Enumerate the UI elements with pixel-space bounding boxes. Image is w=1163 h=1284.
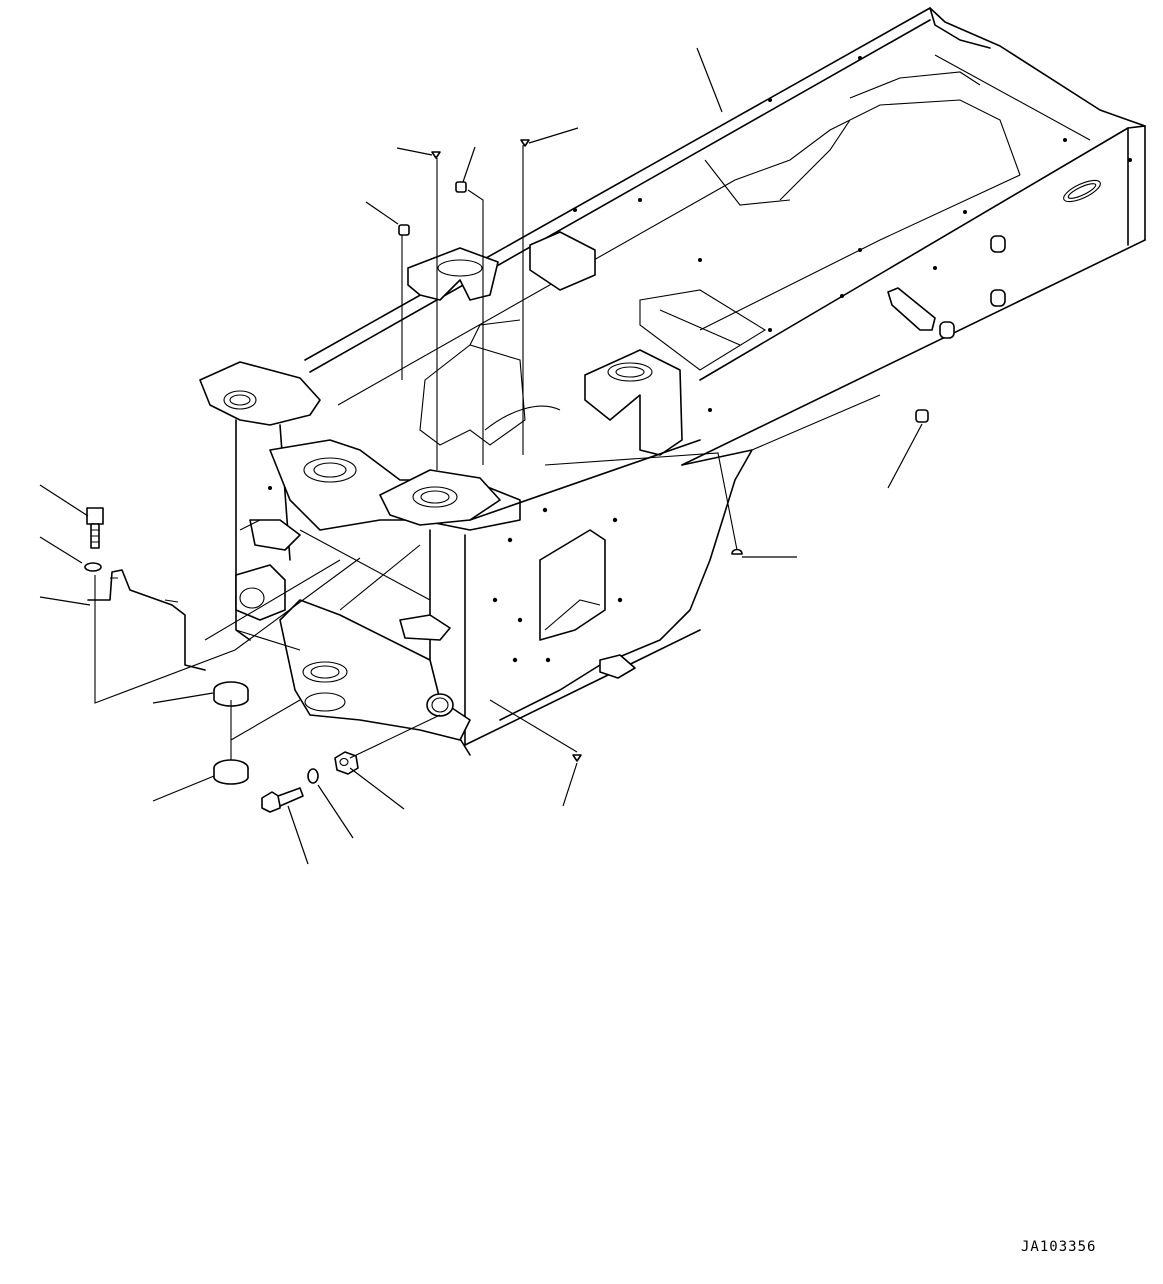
- bushing-lower: [213, 759, 249, 785]
- bushing-upper: [213, 681, 249, 707]
- main-frame: [304, 7, 1146, 721]
- bracket-harness: [87, 569, 206, 671]
- grease-fitting: [431, 139, 743, 762]
- frame-holes: [268, 56, 1132, 663]
- washer: [84, 562, 102, 572]
- mounting-bolt: [86, 507, 104, 549]
- hex-bolt: [261, 787, 304, 813]
- leader-lines: [39, 47, 923, 865]
- front-frame: [199, 361, 701, 756]
- spring-washer: [307, 768, 319, 784]
- plug: [398, 181, 929, 423]
- drawing-code: JA103356: [1021, 1239, 1097, 1255]
